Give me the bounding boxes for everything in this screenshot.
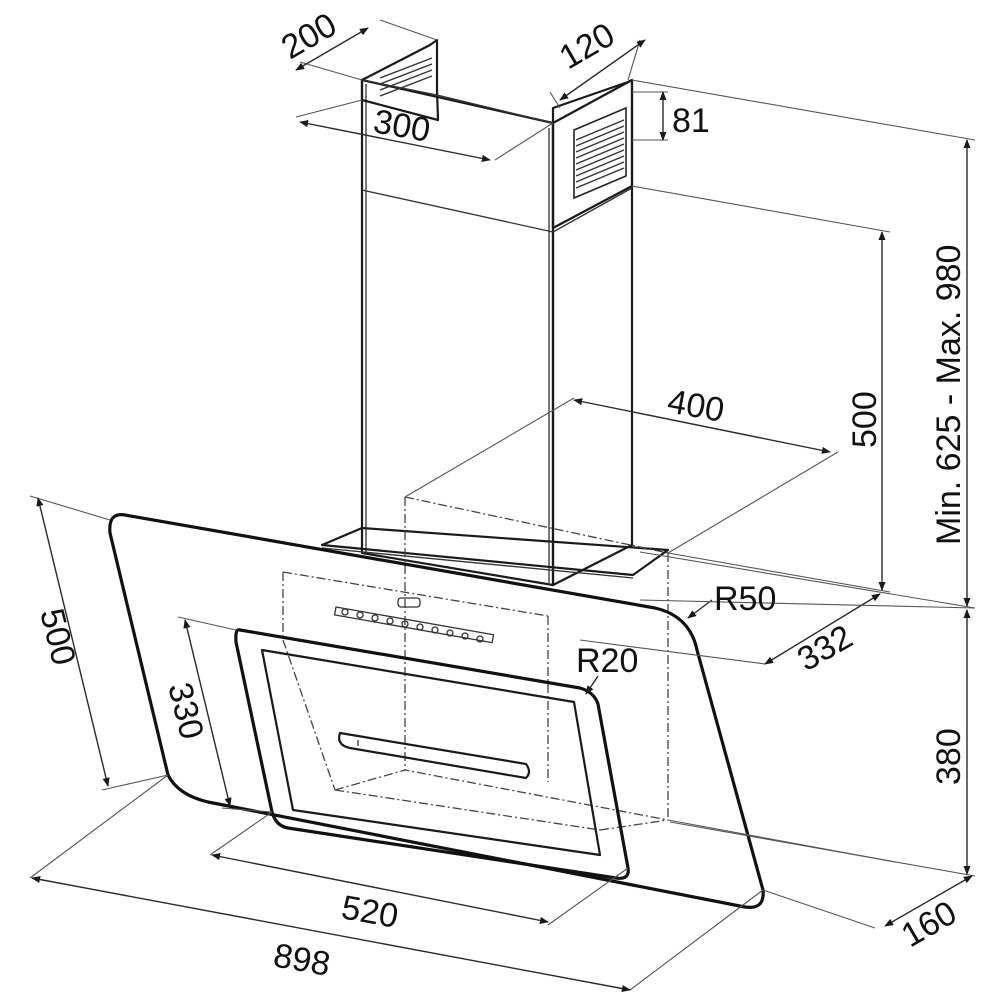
chimney-joint-line: [361, 189, 554, 233]
dim-line-chimney-top-width: [299, 120, 491, 162]
control-button[interactable]: [401, 620, 409, 628]
label-hood-height: 380: [930, 728, 968, 785]
hood-body-hidden-base: [334, 769, 669, 821]
dim-line-chimney-top-depth: [295, 27, 369, 71]
dim-line-radius-outer: [687, 599, 713, 619]
hood-body: [282, 496, 670, 831]
hood-top-plate: [320, 526, 670, 577]
label-bottom-depth: 160: [895, 894, 963, 955]
label-chimney-top-depth: 200: [275, 6, 343, 67]
hood-body-hidden-front-left: [282, 572, 336, 791]
glass-panel: [108, 513, 765, 909]
control-button[interactable]: [371, 614, 379, 622]
control-button[interactable]: [356, 611, 364, 619]
label-outlet-height: 81: [672, 102, 710, 140]
dimension-lines: [29, 19, 976, 993]
control-button[interactable]: [476, 635, 484, 643]
label-glass-height: 500: [32, 605, 83, 669]
hood-body-hidden-front: [282, 571, 549, 617]
control-button[interactable]: [416, 623, 424, 631]
label-window-height: 330: [160, 679, 211, 743]
control-button[interactable]: [431, 626, 439, 634]
control-button[interactable]: [386, 617, 394, 625]
control-strip-frame: [333, 606, 495, 644]
hood-body-hidden-base-front: [334, 789, 601, 831]
filter-window: [234, 628, 630, 880]
dim-line-glass-height: [36, 497, 110, 787]
label-chimney-upper-height: 500: [846, 391, 884, 448]
label-radius-outer: R50: [714, 580, 776, 618]
label-hood-depth: 332: [791, 618, 859, 679]
label-radius-inner: R20: [576, 642, 638, 680]
hood-body-hidden-top: [404, 496, 669, 554]
dim-line-window-height: [183, 619, 232, 807]
filter-window-outer: [234, 628, 630, 880]
label-outlet-width: 120: [553, 16, 621, 77]
hood-body-hidden-base-right: [599, 819, 669, 831]
label-chimney-base-width: 400: [665, 382, 727, 429]
filter-handle[interactable]: [338, 731, 531, 780]
label-chimney-height-range: Min. 625 - Max. 980: [930, 245, 968, 545]
dimension-labels: 200 300 120 81 Min. 625 - Max. 980 500 4…: [32, 6, 968, 984]
glass-panel-outline: [108, 513, 765, 909]
bracket-slots: [379, 57, 433, 97]
dim-line-radius-inner: [585, 675, 599, 695]
dim-line-bottom-depth: [884, 875, 973, 927]
dim-line-hood-width: [31, 875, 631, 993]
chimney-joint-line-side: [552, 187, 633, 233]
dim-line-outlet-width: [559, 39, 646, 101]
hood-top-plate-edge: [321, 547, 634, 579]
label-chimney-top-width: 300: [371, 102, 433, 149]
control-button[interactable]: [341, 608, 349, 616]
control-button[interactable]: [446, 629, 454, 637]
label-window-width: 520: [339, 888, 401, 935]
control-strip: [333, 597, 495, 644]
chimney-front-face: [360, 78, 555, 587]
power-button[interactable]: [397, 597, 421, 608]
filter-window-inner: [260, 648, 602, 857]
dim-line-chimney-base-width: [573, 398, 831, 454]
chimney-top-edge: [361, 79, 554, 124]
control-button[interactable]: [461, 632, 469, 640]
air-outlet-vents: [575, 119, 625, 189]
label-hood-width: 898: [271, 936, 333, 983]
